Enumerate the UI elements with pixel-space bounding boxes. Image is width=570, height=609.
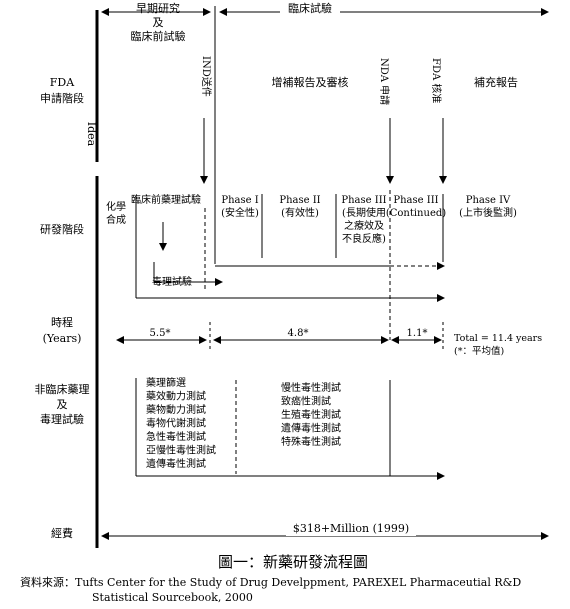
- phase3-label: Phase III: [341, 195, 386, 206]
- clinical-trial-title: 臨床試驗: [288, 1, 332, 15]
- cost-label: 經費: [51, 526, 73, 540]
- early-research-title: 早期研究: [136, 1, 180, 15]
- phase3-subtitle-2: 之療效及: [344, 219, 384, 232]
- chemical-synthesis-label: 化學: [106, 200, 126, 213]
- phase2-label: Phase II: [279, 195, 320, 206]
- fda-stage-label: FDA: [50, 76, 75, 89]
- test-item: 慢性毒性測試: [281, 381, 341, 394]
- test-item: 亞慢性毒性測試: [146, 444, 216, 457]
- timeline-total: Total = 11.4 years: [454, 333, 542, 344]
- phase4-subtitle: (上市後監測): [459, 206, 517, 219]
- timeline-years-clinical: 4.8*: [288, 328, 309, 339]
- preclinical-test-list: 藥理篩選藥效動力測試藥物動力測試毒物代謝測試急性毒性測試亞慢性毒性測試遺傳毒性測…: [146, 376, 216, 470]
- cost-label-bg: [286, 522, 416, 536]
- timeline-unit-label: (Years): [43, 332, 82, 345]
- test-item: 藥物動力測試: [146, 403, 206, 416]
- source-citation-2: Statistical Sourcebook, 2000: [92, 591, 253, 604]
- timeline-label-bg-1: [146, 326, 176, 339]
- test-item: 生殖毒性測試: [281, 408, 341, 421]
- nonclinical-label-3: 毒理試驗: [40, 412, 84, 426]
- test-item: 藥理篩選: [146, 376, 186, 389]
- test-item: 遺傳毒性測試: [146, 457, 206, 470]
- phase3-subtitle: (長期使用: [342, 206, 386, 219]
- toxicity-test-label: 毒理試驗: [152, 275, 192, 288]
- timeline-label-bg-3: [404, 326, 432, 339]
- fda-approval-label: FDA 核准: [430, 58, 443, 103]
- supplementary-report-label: 補充報告: [474, 75, 518, 89]
- timeline-years-preclinical: 5.5*: [150, 328, 171, 339]
- supplement-review-label: 增補報告及審核: [272, 75, 349, 89]
- nonclinical-label-2: 及: [57, 398, 68, 411]
- chemical-synthesis-label-2: 合成: [106, 213, 126, 226]
- nda-application-label: NDA 申請: [378, 58, 391, 105]
- test-item: 藥效動力測試: [146, 390, 206, 403]
- early-research-title-2: 及: [153, 16, 164, 29]
- timeline-label: 時程: [51, 316, 73, 329]
- test-item: 毒物代謝測試: [146, 417, 206, 430]
- phase3-continued-subtitle: (Continued): [386, 208, 446, 219]
- test-item: 遺傳毒性測試: [281, 422, 341, 435]
- early-research-title-3: 臨床前試驗: [131, 29, 186, 43]
- phase4-label: Phase IV: [466, 195, 511, 206]
- preclinical-pharmacology-label: 臨床前藥理試驗: [131, 193, 201, 206]
- idea-label: Idea: [85, 122, 98, 147]
- rd-stage-label: 研發階段: [40, 222, 84, 236]
- nonclinical-label: 非臨床藥理: [35, 382, 90, 396]
- timeline-average-note: (*：平均值): [454, 345, 504, 357]
- figure-caption: 圖一：新藥研發流程圖: [218, 553, 368, 571]
- phase3-subtitle-3: 不良反應): [342, 232, 386, 245]
- phase1-label: Phase I: [221, 195, 258, 206]
- phase2-subtitle: (有效性): [281, 206, 319, 219]
- test-item: 特殊毒性測試: [281, 435, 341, 448]
- timeline-label-bg-2: [284, 326, 314, 339]
- phase1-subtitle: (安全性): [221, 206, 259, 219]
- clinical-trial-title-bg: [280, 3, 340, 17]
- test-item: 急性毒性測試: [146, 430, 206, 443]
- timeline-years-review: 1.1*: [407, 328, 428, 339]
- cost-amount: $318+Million (1999): [293, 522, 409, 535]
- ind-submission-label: IND送件: [200, 56, 213, 97]
- fda-stage-label-2: 申請階段: [40, 91, 84, 105]
- phase3-continued-label: Phase III: [393, 195, 438, 206]
- test-item: 致癌性測試: [281, 395, 331, 408]
- source-citation: 資料來源：Tufts Center for the Study of Drug …: [20, 575, 521, 589]
